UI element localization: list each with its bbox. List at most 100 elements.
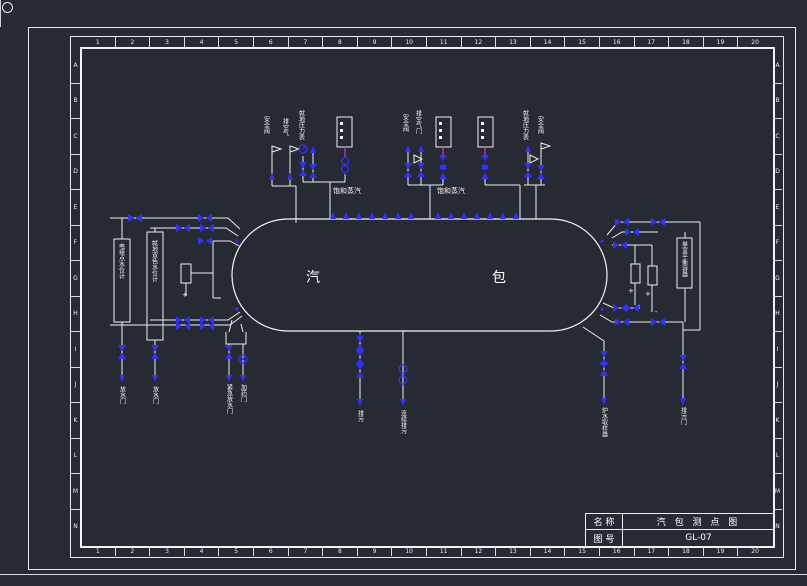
- label-bicolor-level-gauge: 就地双色水位计: [150, 240, 158, 282]
- zone-label: 18: [669, 546, 704, 556]
- zone-label: 2: [116, 546, 151, 556]
- zone-label: 13: [496, 546, 531, 556]
- zone-label: 7: [289, 546, 324, 556]
- sheet-inner-frame: [80, 47, 775, 548]
- label-local-gauge-2: 就地压力表: [521, 110, 529, 140]
- label-safety-valve-3: 安全阀: [536, 116, 544, 134]
- zone-label: 16: [600, 37, 635, 47]
- zone-label: 3: [150, 37, 185, 47]
- zone-label: D: [773, 155, 782, 190]
- zone-label: F: [71, 226, 80, 261]
- label-water-sampling: 炉水取样器: [600, 407, 608, 437]
- piping-lines: [110, 116, 701, 401]
- zone-label: D: [71, 155, 80, 190]
- label-safety-valve-2: 安全阀: [401, 114, 409, 132]
- zone-label: 1: [81, 546, 116, 556]
- zone-label: 18: [669, 37, 704, 47]
- zone-label: L: [71, 439, 80, 474]
- zone-label: 5: [219, 546, 254, 556]
- zone-label: 8: [323, 37, 358, 47]
- label-blowdown: 排污: [356, 410, 364, 422]
- title-block: 名 称 汽 包 测 点 图 图 号 GL-07: [585, 513, 775, 547]
- zone-label: 6: [254, 546, 289, 556]
- zone-label: 19: [704, 37, 739, 47]
- zone-label: K: [71, 403, 80, 439]
- minus-mark: -: [655, 308, 658, 316]
- zone-label: B: [71, 84, 80, 119]
- zone-label: 12: [462, 546, 497, 556]
- zone-label: E: [71, 190, 80, 226]
- zone-label: H: [773, 297, 782, 332]
- drawing-title: 汽 包 测 点 图: [623, 514, 774, 530]
- label-safety-valve-1: 安全阀: [262, 116, 270, 134]
- label-electric-level-gauge: 电接点水位计: [117, 243, 125, 279]
- zone-border-band: [70, 36, 784, 558]
- zone-label: 17: [635, 37, 670, 47]
- plus-mark: +: [628, 287, 634, 295]
- zone-label: B: [773, 84, 782, 119]
- zone-label: A: [71, 48, 80, 84]
- zone-label: K: [773, 403, 782, 439]
- tap-point-dots: [235, 239, 604, 311]
- label-local-gauge-1: 就地压力表: [297, 110, 305, 140]
- steam-tap-arrow-icons: [269, 145, 531, 340]
- zone-label: 20: [751, 38, 759, 46]
- zone-label: 5: [219, 37, 254, 47]
- zone-label: 15: [565, 546, 600, 556]
- zone-label: A: [773, 48, 782, 84]
- label-drain-1: 放水门: [118, 386, 126, 404]
- bottom-divider-line: [0, 574, 807, 575]
- zone-label: 17: [635, 546, 670, 556]
- zone-label: 19: [704, 546, 739, 556]
- zone-label: 16: [600, 546, 635, 556]
- zone-label: E: [773, 190, 782, 226]
- zone-label: C: [773, 119, 782, 155]
- label-air-vent-2: 排空气门: [414, 110, 422, 134]
- label-air-vent-1: 排空气: [281, 118, 289, 136]
- zone-label: N: [775, 523, 780, 531]
- zone-label: 3: [150, 546, 185, 556]
- saturated-steam-label-left: 饱和蒸汽: [333, 187, 361, 195]
- title-block-number-label: 图 号: [586, 530, 623, 546]
- zone-label: 14: [531, 37, 566, 47]
- zone-label: G: [71, 261, 80, 297]
- zone-label: 11: [427, 546, 462, 556]
- zone-label: 15: [565, 37, 600, 47]
- zone-label: 20: [751, 547, 759, 555]
- zone-label: I: [773, 332, 782, 368]
- label-drain-3: 排污门: [679, 407, 687, 425]
- steam-drum-outline: [231, 218, 608, 332]
- plus-mark: +: [645, 290, 651, 298]
- drum-label-left: 汽: [306, 270, 320, 286]
- drum-label-right: 包: [492, 270, 506, 286]
- zone-label: 9: [358, 37, 393, 47]
- zone-label: 13: [496, 37, 531, 47]
- gauge-and-transmitter-icons: [238, 144, 408, 385]
- zone-label: 12: [462, 37, 497, 47]
- zone-label: 6: [254, 37, 289, 47]
- saturated-steam-label-right: 饱和蒸汽: [437, 187, 465, 195]
- drawing-number: GL-07: [685, 533, 712, 543]
- title-block-name-label: 名 称: [586, 514, 623, 530]
- zone-label: L: [773, 439, 782, 474]
- minus-mark: -: [638, 302, 641, 310]
- zone-label: I: [71, 332, 80, 368]
- zone-label: C: [71, 119, 80, 155]
- instrument-tag-marks: [340, 122, 484, 139]
- zone-label: G: [773, 261, 782, 297]
- label-continuous-blowdown: 连续排污: [399, 410, 407, 434]
- zone-label: 9: [358, 546, 393, 556]
- zone-label: 11: [427, 37, 462, 47]
- zone-label: 7: [289, 37, 324, 47]
- zone-label: 14: [531, 546, 566, 556]
- label-dosing: 加药门: [239, 384, 247, 402]
- label-balance-vessel: 单室平衡容器: [680, 241, 688, 277]
- zone-label: N: [73, 523, 78, 531]
- zone-label: 4: [185, 37, 220, 47]
